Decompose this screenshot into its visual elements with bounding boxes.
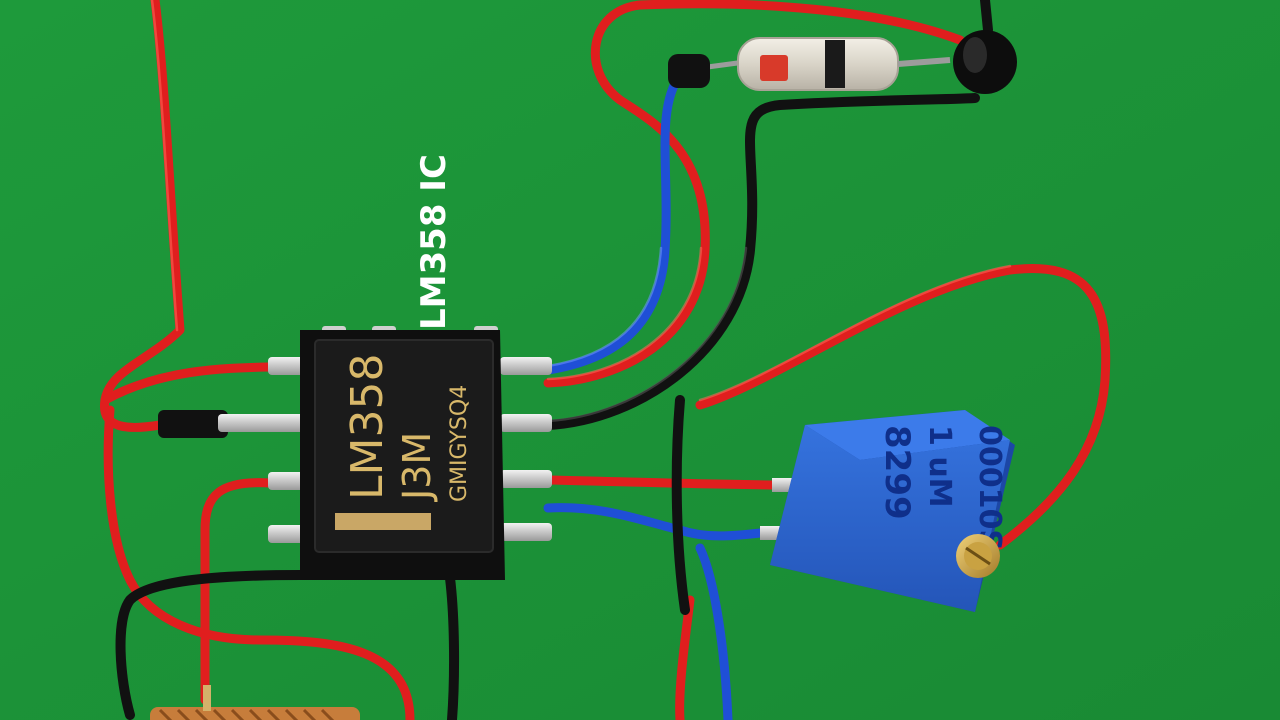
chip-label-line3: GMIGYSQ4	[447, 385, 472, 502]
chip-label-line2: J3M	[395, 432, 439, 502]
ic-caption: LM358 IC	[414, 154, 454, 330]
pot-label-left: 1 uM	[922, 425, 957, 508]
lm358-chip: LM358 J3M GMIGYSQ4	[218, 326, 552, 580]
black-wires	[115, 0, 993, 720]
chip-label-line1: LM358	[342, 354, 393, 500]
pot-label-mid: 8299	[877, 425, 917, 520]
pot-label-right: 00010S	[972, 425, 1007, 551]
trimmer-potentiometer: 1 uM 8299 00010S	[760, 410, 1015, 612]
inductor-coil	[150, 685, 360, 720]
diode	[668, 30, 1017, 94]
